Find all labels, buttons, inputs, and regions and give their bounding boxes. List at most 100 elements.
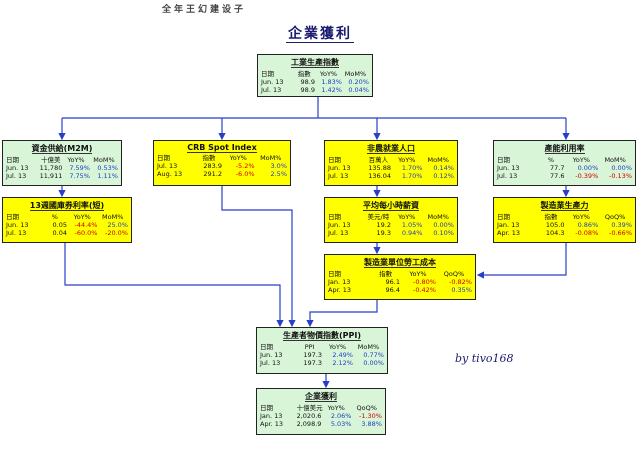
table-cell: 0.77%: [363, 351, 384, 359]
table-header-cell: MoM%: [344, 70, 367, 78]
table-cell: 104.3: [545, 229, 565, 237]
table-cell: 77.6: [550, 172, 565, 180]
table-cell: 0.00%: [577, 164, 599, 172]
table-cell: -0.42%: [412, 286, 436, 294]
card-title: 非農就業人口: [367, 144, 415, 154]
table-header-cell: 指數: [544, 213, 558, 221]
table-header-cell: MoM%: [427, 213, 449, 221]
table-cell: 2.49%: [332, 351, 353, 359]
table-cell: 98.9: [300, 86, 315, 94]
table-header-cell: YoY%: [229, 154, 247, 162]
table-cell: 0.00%: [433, 221, 454, 229]
table-cell: 197.3: [303, 351, 322, 359]
card-title: 平均每小時薪資: [363, 201, 419, 211]
table-header-cell: 日期: [328, 270, 341, 278]
table-cell: Jun. 13: [260, 351, 283, 359]
table-header-cell: MoM%: [93, 156, 115, 164]
table-header-cell: MoM%: [102, 213, 124, 221]
table-header-cell: 日期: [260, 404, 273, 412]
table-cell: -44.4%: [74, 221, 98, 229]
table-header-cell: YoY%: [572, 213, 590, 221]
table-cell: 96.4: [385, 286, 400, 294]
table-cell: 136.04: [368, 172, 391, 180]
table-cell: 0.39%: [611, 221, 632, 229]
table-cell: Jan. 13: [260, 412, 283, 420]
table-cell: 1.11%: [97, 172, 118, 180]
table-cell: 77.7: [550, 164, 565, 172]
table-cell: Apr. 13: [328, 286, 352, 294]
table-header-cell: 百萬人: [368, 156, 389, 164]
table-header-cell: YoY%: [73, 213, 91, 221]
table-header-cell: YoY%: [319, 70, 338, 78]
table-cell: Jul. 13: [6, 172, 27, 180]
table-cell: Jul. 13: [328, 229, 349, 237]
table-cell: Jan. 13: [497, 221, 520, 229]
card-title: CRB Spot Index: [187, 143, 257, 153]
table-cell: 2,020.6: [296, 412, 322, 420]
table-header-cell: QoQ%: [443, 270, 465, 278]
table-cell: 19.3: [376, 229, 391, 237]
wire-tbill-ppi: [64, 243, 284, 328]
table-cell: -0.66%: [609, 229, 632, 237]
table-header-cell: 日期: [328, 156, 341, 164]
table-header-cell: 日期: [261, 70, 274, 78]
table-cell: 25.0%: [107, 221, 128, 229]
table-cell: 197.3: [303, 359, 322, 367]
table-cell: 0.04%: [348, 86, 369, 94]
table-cell: Apr. 13: [497, 229, 521, 237]
card-title: 工業生產指數: [291, 58, 339, 68]
table-cell: 283.9: [203, 162, 222, 170]
card-title: 資金供給(M2M): [31, 144, 93, 154]
table-header-cell: QoQ%: [604, 213, 626, 221]
table-header-cell: YoY%: [327, 404, 345, 412]
table-header-cell: 美元/時: [367, 213, 390, 221]
card-title: 13週國庫券利率(短): [29, 201, 105, 211]
table-header-cell: 日期: [497, 213, 510, 221]
table-cell: -0.82%: [448, 278, 472, 286]
table-cell: 1.70%: [401, 164, 423, 172]
table-header-cell: MoM%: [604, 156, 626, 164]
table-cell: Apr. 13: [260, 420, 284, 428]
table-header-cell: MoM%: [357, 343, 380, 351]
table-cell: 135.88: [368, 164, 391, 172]
table-cell: 2,098.9: [296, 420, 322, 428]
table-cell: 1.70%: [401, 172, 423, 180]
table-cell: Jun. 13: [6, 164, 29, 172]
card-title: 製造業單位勞工成本: [364, 258, 436, 268]
table-cell: 0.35%: [451, 286, 472, 294]
table-header-cell: 十億美元: [296, 404, 323, 412]
table-cell: Jul. 13: [497, 172, 518, 180]
table-cell: -1.30%: [358, 412, 382, 420]
table-header-cell: 日期: [157, 154, 170, 162]
author-credit: by tivo168: [455, 352, 514, 365]
table-cell: -0.80%: [412, 278, 436, 286]
table-header-cell: YoY%: [572, 156, 590, 164]
table-header-cell: 十億美: [41, 156, 61, 164]
table-cell: Jul. 13: [6, 229, 27, 237]
table-cell: 2.12%: [332, 359, 353, 367]
table-cell: Jun. 13: [6, 221, 29, 229]
table-header-cell: 日期: [328, 213, 341, 221]
table-header-cell: YoY%: [328, 343, 347, 351]
table-cell: 0.00%: [611, 164, 632, 172]
table-header-cell: PPI: [304, 343, 315, 351]
table-cell: Jun. 13: [497, 164, 520, 172]
table-cell: 7.75%: [69, 172, 90, 180]
table-cell: 11,780: [39, 164, 63, 172]
table-cell: Aug. 13: [157, 170, 183, 178]
table-cell: Jul. 13: [260, 359, 281, 367]
table-header-cell: 日期: [260, 343, 273, 351]
table-header-cell: %: [547, 156, 555, 164]
table-cell: Jul. 13: [328, 172, 349, 180]
table-header-cell: QoQ%: [356, 404, 377, 412]
